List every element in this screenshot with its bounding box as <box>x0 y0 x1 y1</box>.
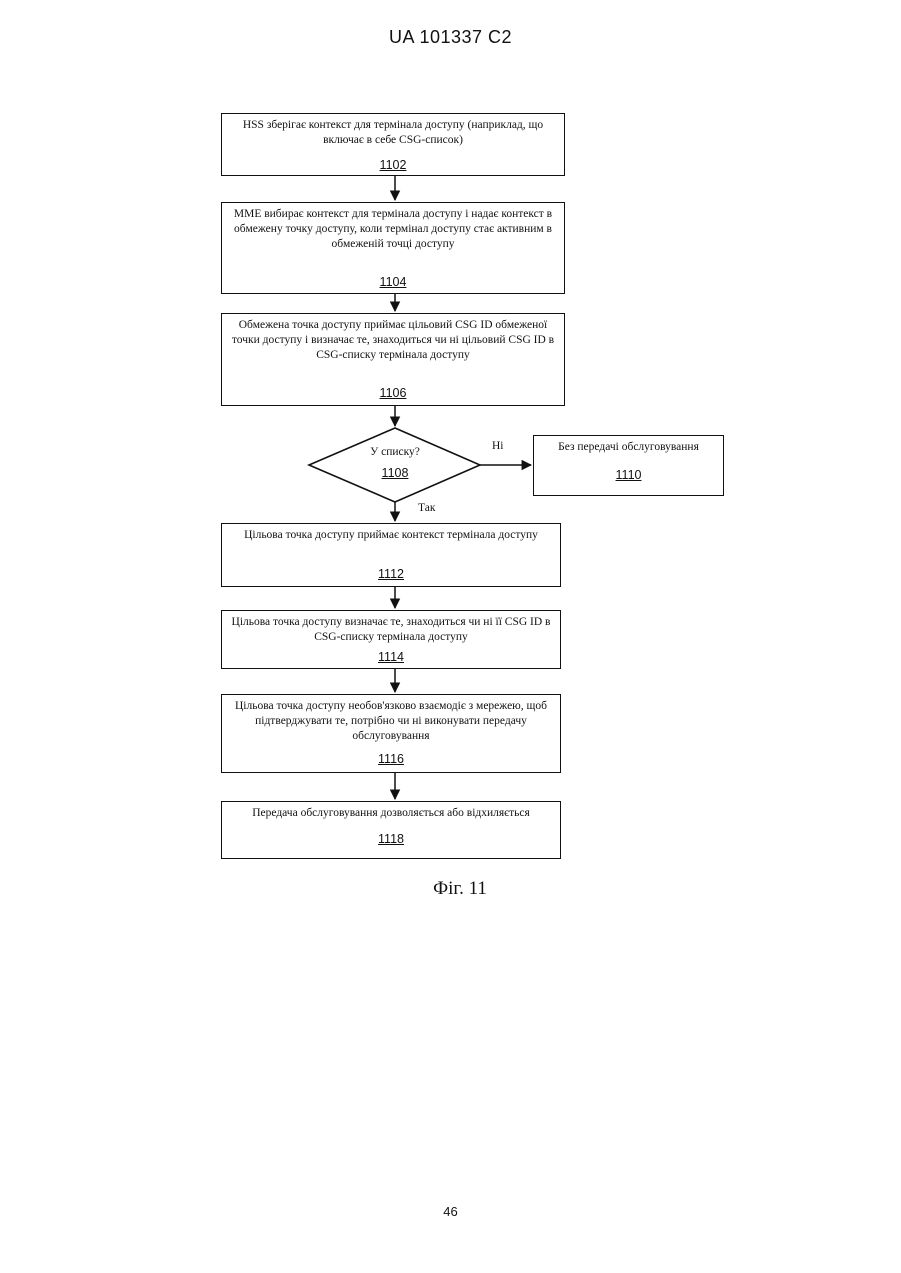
branch-label-no: Ні <box>492 440 504 452</box>
step-1110-text: Без передачі обслуговування <box>540 440 717 455</box>
step-1118-ref: 1118 <box>222 832 560 846</box>
step-1112-text: Цільова точка доступу приймає контекст т… <box>228 528 554 543</box>
branch-label-yes: Так <box>418 502 435 514</box>
step-1116-box: Цільова точка доступу необов'язково взає… <box>221 694 561 773</box>
step-1106-ref: 1106 <box>222 386 564 400</box>
step-1104-box: MME вибирає контекст для термінала досту… <box>221 202 565 294</box>
step-1102-ref: 1102 <box>222 158 564 172</box>
step-1118-box: Передача обслуговування дозволяється або… <box>221 801 561 859</box>
step-1104-text: MME вибирає контекст для термінала досту… <box>228 207 558 252</box>
step-1106-text: Обмежена точка доступу приймає цільовий … <box>228 318 558 363</box>
step-1116-text: Цільова точка доступу необов'язково взає… <box>228 699 554 744</box>
decision-ref: 1108 <box>320 466 470 480</box>
step-1116-ref: 1116 <box>222 752 560 766</box>
step-1112-box: Цільова точка доступу приймає контекст т… <box>221 523 561 587</box>
figure-caption: Фіг. 11 <box>360 878 560 900</box>
step-1102-text: HSS зберігає контекст для термінала дост… <box>228 118 558 148</box>
step-1114-ref: 1114 <box>222 650 560 664</box>
step-1112-ref: 1112 <box>222 567 560 581</box>
step-1110-ref: 1110 <box>534 468 723 482</box>
page-number: 46 <box>0 1204 901 1219</box>
step-1114-box: Цільова точка доступу визначає те, знахо… <box>221 610 561 669</box>
decision-diamond <box>309 428 480 502</box>
step-1114-text: Цільова точка доступу визначає те, знахо… <box>228 615 554 645</box>
step-1110-box: Без передачі обслуговування 1110 <box>533 435 724 496</box>
step-1102-box: HSS зберігає контекст для термінала дост… <box>221 113 565 176</box>
step-1104-ref: 1104 <box>222 275 564 289</box>
step-1106-box: Обмежена точка доступу приймає цільовий … <box>221 313 565 406</box>
decision-question: У списку? <box>320 446 470 458</box>
step-1118-text: Передача обслуговування дозволяється або… <box>228 806 554 821</box>
